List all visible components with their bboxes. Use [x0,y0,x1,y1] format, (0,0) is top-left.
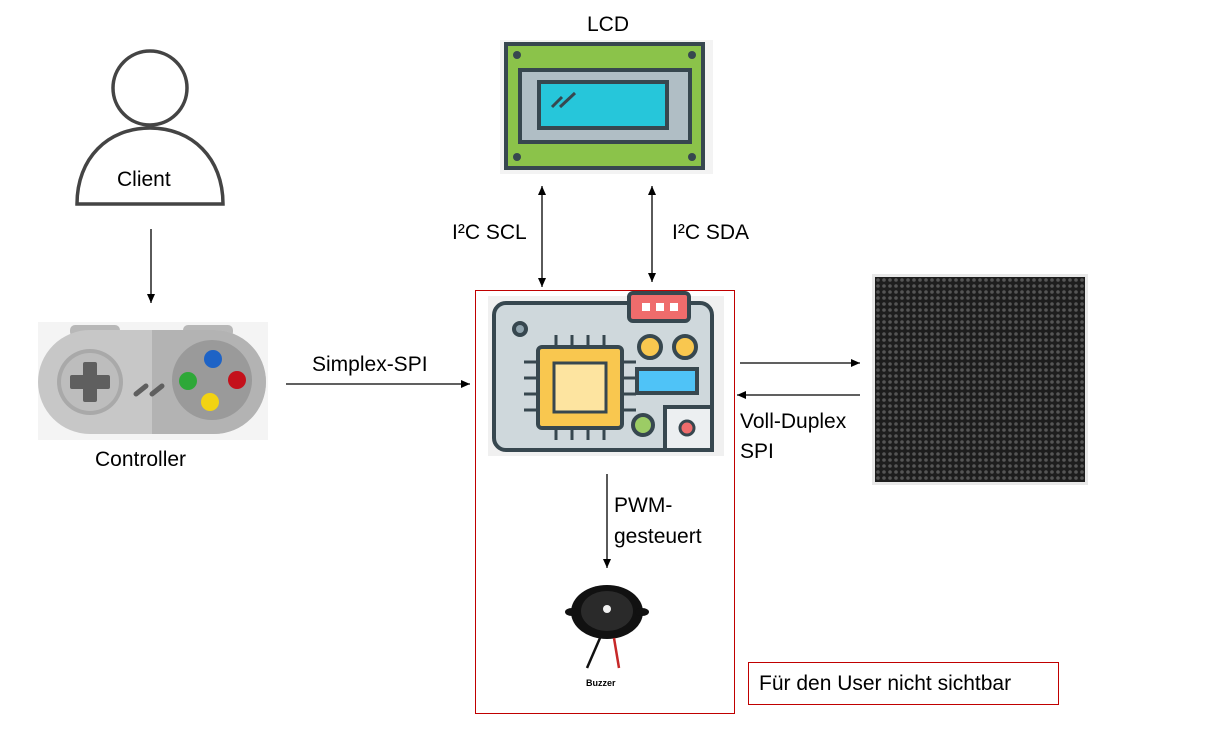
microcontroller-icon [488,291,724,456]
duplex-label-line1: Voll-Duplex [740,410,847,433]
hidden-components-frame [475,290,735,714]
duplex-label-line2: SPI [740,440,774,463]
pwm-label-line2: gesteuert [614,525,702,548]
i2c-scl-label: I²C SCL [452,221,527,244]
pwm-label-line1: PWM- [614,494,673,517]
gamepad-icon [38,322,268,440]
client-person-icon [75,49,225,206]
controller-label: Controller [95,448,187,471]
lcd-label: LCD [587,13,630,36]
buzzer-icon [565,585,649,669]
lcd-icon [500,40,713,174]
i2c-sda-label: I²C SDA [672,221,750,244]
note-box [748,662,1059,705]
note-text: Für den User nicht sichtbar [759,672,1012,695]
client-label: Client [117,168,171,191]
buzzer-label: Buzzer [586,678,616,688]
simplex-spi-label: Simplex-SPI [312,353,428,376]
